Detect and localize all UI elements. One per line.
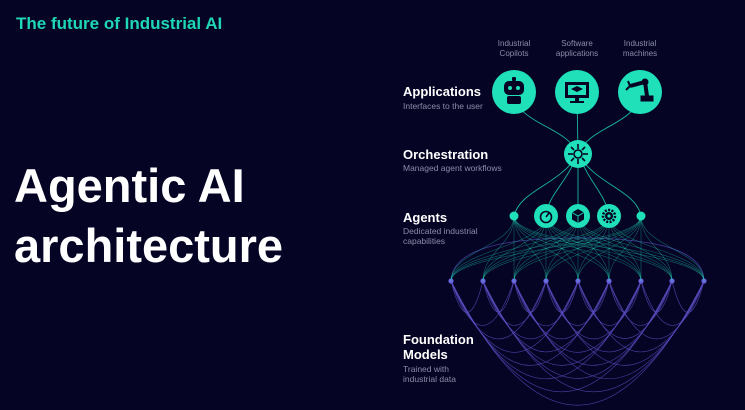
foundation-node	[638, 278, 644, 284]
foundation-arc	[545, 280, 705, 366]
agent-foundation-link	[450, 215, 579, 282]
agent-foundation-link	[513, 215, 673, 282]
app-caption-line2: machines	[622, 49, 658, 58]
foundation-arc	[545, 280, 579, 313]
agent-foundation-link	[513, 215, 642, 282]
agent-foundation-link	[545, 215, 705, 282]
app-caption-line1: Software	[561, 39, 593, 48]
app-node-machines	[618, 70, 662, 114]
foundation-node	[606, 278, 612, 284]
agent-foundation-link	[450, 215, 547, 282]
app-node-software	[555, 70, 599, 114]
agent-node-2	[534, 204, 558, 228]
foundation-outer-arc	[450, 237, 705, 282]
foundation-network	[448, 237, 707, 406]
foundation-arc	[513, 280, 579, 326]
agent-foundation-link	[482, 215, 642, 282]
agent-node-5	[636, 211, 646, 221]
app-node-copilots	[492, 70, 536, 114]
app-caption-line2: Copilots	[499, 49, 529, 58]
agent-foundation-link	[608, 215, 642, 282]
foundation-arc	[450, 280, 515, 326]
agent-foundation-link	[513, 215, 705, 282]
agent-foundation-link	[450, 215, 610, 282]
hero-title: Agentic AI architecture	[14, 156, 283, 276]
foundation-arc	[482, 280, 515, 313]
robot-icon	[504, 77, 524, 104]
cube-icon	[571, 209, 585, 223]
hero-title-line1: Agentic AI	[14, 159, 245, 212]
foundation-arc	[545, 280, 642, 339]
agent-foundation-link	[513, 215, 610, 282]
agent-foundation-link	[577, 215, 642, 282]
foundation-node	[480, 278, 486, 284]
orchestration-layer-title: Orchestration	[403, 147, 489, 162]
agents-layer-subtitle: Dedicated industrial capabilities	[403, 226, 513, 246]
foundation-arc	[450, 280, 484, 313]
monitor-icon	[565, 82, 589, 103]
foundation-subtitle-line1: Trained with	[403, 364, 449, 374]
orchestration-node	[564, 140, 592, 168]
foundation-node	[448, 278, 454, 284]
foundation-arc	[577, 280, 642, 326]
foundation-arc	[450, 280, 547, 339]
app-caption-line2: applications	[555, 49, 599, 58]
foundation-arc	[671, 280, 705, 313]
foundation-arc	[482, 280, 547, 326]
foundation-arc	[577, 280, 705, 353]
foundation-node	[669, 278, 675, 284]
foundation-arc	[577, 280, 673, 339]
foundation-arc	[513, 280, 547, 313]
agent-foundation-link	[545, 215, 642, 282]
agent-foundation-link	[513, 215, 547, 282]
foundation-arc	[545, 280, 610, 326]
agent-foundation-link	[513, 215, 642, 282]
foundation-arc	[640, 280, 705, 326]
agent-foundation-link	[640, 215, 705, 282]
foundation-node	[575, 278, 581, 284]
robot-arm-icon	[625, 78, 654, 102]
orchestration-layer-subtitle: Managed agent workflows	[403, 163, 502, 173]
foundation-node	[543, 278, 549, 284]
app-caption-line1: Industrial	[623, 39, 657, 48]
agent-foundation-link	[450, 215, 515, 282]
agent-foundation-link	[450, 215, 642, 282]
app-caption-copilots: Industrial Copilots	[479, 39, 549, 59]
hero-title-line2: architecture	[14, 219, 284, 272]
foundation-arc	[608, 280, 705, 339]
foundation-node	[511, 278, 517, 284]
foundation-layer-subtitle: Trained with industrial data	[403, 364, 513, 384]
agent-node-4	[597, 204, 621, 228]
app-caption-software: Software applications	[542, 39, 612, 59]
app-caption-line1: Industrial	[497, 39, 531, 48]
agent-foundation-link	[640, 215, 673, 282]
kicker-title: The future of Industrial AI	[16, 14, 223, 33]
foundation-arc	[482, 280, 579, 339]
network-hub-icon	[568, 144, 588, 164]
agents-layer-title: Agents	[403, 210, 448, 225]
agent-foundation-link	[482, 215, 515, 282]
gauge-icon	[539, 210, 553, 224]
foundation-node	[701, 278, 707, 284]
agent-node-3	[566, 204, 590, 228]
app-caption-machines: Industrial machines	[605, 39, 675, 59]
foundation-arc	[577, 280, 610, 313]
foundation-layer-title: Foundation Models	[403, 332, 474, 362]
foundation-arc	[608, 280, 673, 326]
foundation-title-line2: Models	[403, 347, 448, 362]
foundation-subtitle-line2: industrial data	[403, 374, 456, 384]
agents-subtitle-line2: capabilities	[403, 236, 446, 246]
applications-layer-subtitle: Interfaces to the user	[403, 101, 483, 111]
agents-subtitle-line1: Dedicated industrial	[403, 226, 478, 236]
agent-node-1	[509, 211, 519, 221]
foundation-arc	[513, 280, 610, 339]
gear-icon	[601, 208, 617, 224]
foundation-title-line1: Foundation	[403, 332, 474, 347]
foundation-arc	[608, 280, 642, 313]
agent-foundation-link	[608, 215, 673, 282]
agent-foundation-link	[513, 215, 579, 282]
applications-layer-title: Applications	[403, 84, 482, 99]
foundation-arc	[640, 280, 673, 313]
